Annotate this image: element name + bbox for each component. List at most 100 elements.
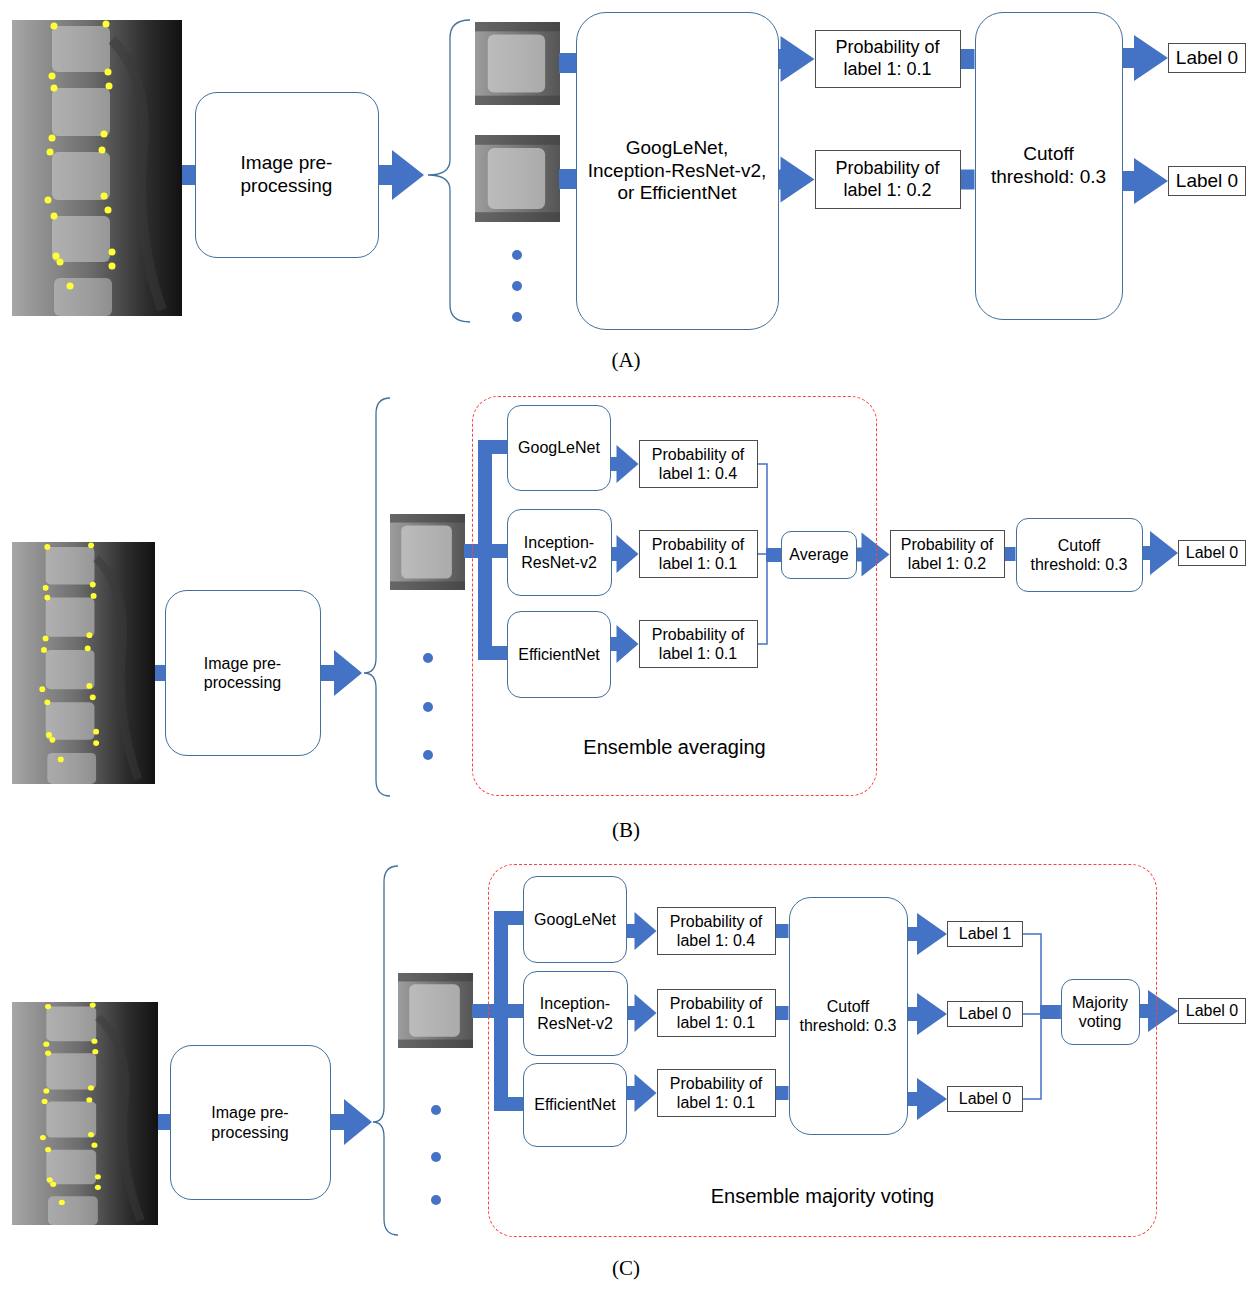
- probability-box: Probability of label 1: 0.2: [815, 150, 961, 208]
- arrow-shape: [776, 1006, 789, 1020]
- branch-connector: [464, 440, 507, 660]
- arrow-shape: [627, 912, 657, 950]
- connector-bar: [478, 440, 507, 454]
- node-text: Image pre-processing: [177, 1103, 324, 1141]
- arrow-shape: [766, 548, 781, 562]
- arrow-shape: [1140, 990, 1179, 1032]
- node-text: Label 0: [1186, 1001, 1239, 1020]
- model-box: EfficientNet: [507, 611, 611, 698]
- label-box: Label 0: [947, 1086, 1023, 1112]
- label-box: Label 0: [1178, 540, 1246, 566]
- merge-line: [1023, 1012, 1041, 1099]
- xray-image: [12, 1002, 158, 1225]
- arrow-shape: [611, 625, 639, 663]
- label-box: Label 0: [947, 1001, 1023, 1027]
- arrow-shape: [776, 924, 789, 938]
- probability-box: Probability of label 1: 0.1: [639, 530, 758, 577]
- node-text: Inception-ResNet-v2: [512, 533, 607, 571]
- xray-image: [12, 20, 182, 316]
- dot: [423, 702, 433, 712]
- flow-arrow: [627, 1074, 657, 1112]
- arrow-shape: [779, 157, 815, 203]
- preprocessing-box: Image pre-processing: [170, 1045, 331, 1200]
- node-text: Label 0: [959, 1089, 1012, 1108]
- dot: [423, 653, 433, 663]
- flow-arrow: [857, 533, 890, 577]
- connector-bar: [472, 1004, 523, 1018]
- node-text: EfficientNet: [518, 645, 600, 664]
- arrow-shape: [766, 548, 781, 562]
- model-box: GoogLeNet, Inception-ResNet-v2, or Effic…: [576, 12, 779, 330]
- arrow-shape: [961, 170, 975, 190]
- merge-line: [1023, 934, 1041, 1012]
- probability-box: Probability of label 1: 0.1: [639, 620, 758, 667]
- xray-image: [12, 542, 155, 784]
- flow-arrow: [1143, 531, 1179, 575]
- node-text: Probability of label 1: 0.1: [661, 994, 772, 1032]
- arrow-shape: [1123, 35, 1169, 81]
- node-text: GoogLeNet: [534, 910, 616, 929]
- dot: [512, 312, 522, 322]
- ellipsis-dots: [512, 250, 522, 322]
- label-box: Label 0: [1178, 998, 1246, 1024]
- arrow-shape: [1040, 1005, 1060, 1019]
- arrow-shape: [857, 533, 890, 577]
- region-title: Ensemble averaging: [473, 735, 876, 759]
- flow-arrow: [758, 548, 782, 562]
- node-text: Label 0: [1176, 47, 1238, 70]
- node-text: Majority voting: [1065, 993, 1136, 1031]
- model-box: Inception-ResNet-v2: [523, 971, 628, 1056]
- flow-arrow: [611, 625, 639, 663]
- node-text: Label 0: [959, 1004, 1012, 1023]
- node-text: Inception-ResNet-v2: [528, 994, 623, 1032]
- node-text: Label 0: [1176, 170, 1238, 193]
- arrow-shape: [627, 1074, 657, 1112]
- node-text: Image pre-processing: [202, 152, 372, 198]
- flow-arrow: [627, 912, 657, 950]
- probability-box: Probability of label 1: 0.1: [657, 989, 776, 1037]
- connector-bar: [494, 911, 523, 925]
- probability-box: Probability of label 1: 0.2: [890, 530, 1005, 578]
- panel-caption: (A): [611, 348, 640, 373]
- node-text: Probability of label 1: 0.2: [894, 535, 1001, 573]
- connector-bar: [494, 1097, 523, 1111]
- voting-box: Majority voting: [1061, 979, 1140, 1045]
- flow-arrow: [611, 445, 639, 483]
- arrow: [320, 650, 362, 696]
- bracket: [373, 866, 398, 1235]
- connector-bar: [559, 169, 577, 189]
- arrow-shape: [961, 49, 975, 69]
- flow-arrow: [776, 1086, 789, 1100]
- region-title: Ensemble majority voting: [489, 1184, 1156, 1208]
- ensemble-region: Ensemble majority voting GoogLeNetProbabi…: [488, 864, 1157, 1237]
- model-box: Inception-ResNet-v2: [507, 509, 612, 596]
- vertebra-crop: [390, 514, 465, 590]
- preprocessing-box: Image pre-processing: [165, 590, 321, 756]
- bracket: [364, 398, 390, 796]
- merge-line: [758, 555, 768, 644]
- threshold-box: Cutoff threshold: 0.3: [789, 897, 908, 1135]
- dot: [431, 1152, 441, 1162]
- flow-arrow: [908, 913, 948, 955]
- threshold-box: Cutoff threshold: 0.3: [1016, 518, 1143, 592]
- flow-arrow: [961, 49, 975, 69]
- preprocessing-box: Image pre-processing: [195, 92, 379, 258]
- node-text: GoogLeNet, Inception-ResNet-v2, or Effic…: [583, 137, 772, 205]
- arrow-shape: [908, 913, 948, 955]
- model-box: GoogLeNet: [507, 405, 611, 491]
- label-box: Label 0: [1168, 166, 1246, 196]
- flow-arrow: [628, 994, 657, 1032]
- probability-box: Probability of label 1: 0.4: [639, 440, 758, 487]
- vertebra-crop: [475, 135, 560, 222]
- merge-line: [1023, 1012, 1041, 1014]
- arrow: [330, 1099, 372, 1145]
- node-text: Average: [789, 545, 848, 564]
- merge-line: [758, 554, 768, 555]
- flow-arrow: [758, 464, 782, 562]
- label-box: Label 1: [947, 921, 1023, 947]
- node-text: EfficientNet: [534, 1095, 616, 1114]
- dot: [423, 750, 433, 760]
- node-text: Cutoff threshold: 0.3: [982, 143, 1116, 189]
- dot: [512, 281, 522, 291]
